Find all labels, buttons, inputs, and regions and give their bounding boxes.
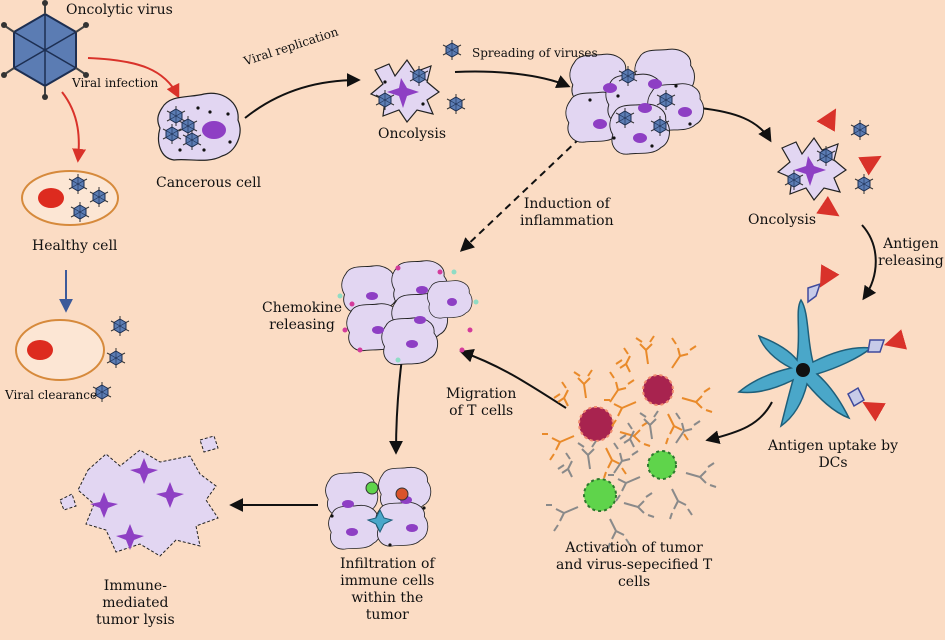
dc-to-tcell-arrow xyxy=(705,401,773,445)
label-migration-t-cells: Migration of T cells xyxy=(446,386,517,419)
oncolysis-cell-1 xyxy=(369,58,441,124)
viral-replication-arrow xyxy=(244,73,361,119)
antigen-arrow-icon xyxy=(816,195,840,217)
antigen-release-arrow xyxy=(861,224,877,301)
dendritic-cell xyxy=(737,298,873,428)
infiltrated-tumor-cluster xyxy=(325,466,432,550)
label-oncolysis-2: Oncolysis xyxy=(748,212,816,228)
t-cell-green xyxy=(607,410,717,520)
cancerous-cell xyxy=(157,92,241,161)
antigen-arrow-icon xyxy=(816,108,837,132)
healthy-infection-arrow xyxy=(61,91,87,163)
label-antigen-releasing: Antigen releasing xyxy=(878,236,944,269)
label-infiltration: Infiltration of immune cells within the … xyxy=(340,556,435,623)
infected-tumor-cluster xyxy=(565,48,705,155)
label-healthy-cell: Healthy cell xyxy=(32,238,118,254)
antigen-icon xyxy=(807,264,908,422)
label-cancerous-cell: Cancerous cell xyxy=(156,175,262,191)
chemokine-tumor-cluster xyxy=(337,260,479,366)
inflammation-arrow xyxy=(459,137,581,252)
lysed-tumor-cells xyxy=(59,435,219,557)
t-cell-red xyxy=(603,335,713,445)
label-viral-infection: Viral infection xyxy=(72,76,159,90)
label-spreading-of-viruses: Spreading of viruses xyxy=(472,46,598,60)
antigen-arrow-icon xyxy=(858,155,882,176)
label-induction-of-inflammation: Induction of inflammation xyxy=(520,196,614,229)
label-chemokine-releasing: Chemokine releasing xyxy=(262,300,342,333)
label-activation-t-cells: Activation of tumor and virus-sepecified… xyxy=(556,540,713,590)
healthy-cell xyxy=(21,170,119,226)
label-immune-lysis: Immune- mediated tumor lysis xyxy=(96,578,175,628)
oncolytic-virus-icon xyxy=(1,0,89,100)
label-viral-clearance: Viral clearance xyxy=(5,388,98,402)
viral-infection-arrow xyxy=(87,57,180,99)
migration-arrow xyxy=(459,349,567,409)
label-oncolytic-virus: Oncolytic virus xyxy=(66,2,173,18)
cleared-healthy-cell xyxy=(15,315,130,403)
spreading-arrow xyxy=(454,70,571,89)
oncolysis-cell-2 xyxy=(776,136,848,202)
label-antigen-uptake: Antigen uptake by DCs xyxy=(768,438,898,471)
t-cell-red xyxy=(541,369,651,479)
chemokine-down-arrow xyxy=(389,357,404,455)
t-cell-green xyxy=(545,440,655,550)
to-oncolysis-arrow xyxy=(699,107,772,143)
label-oncolysis-1: Oncolysis xyxy=(378,126,446,142)
